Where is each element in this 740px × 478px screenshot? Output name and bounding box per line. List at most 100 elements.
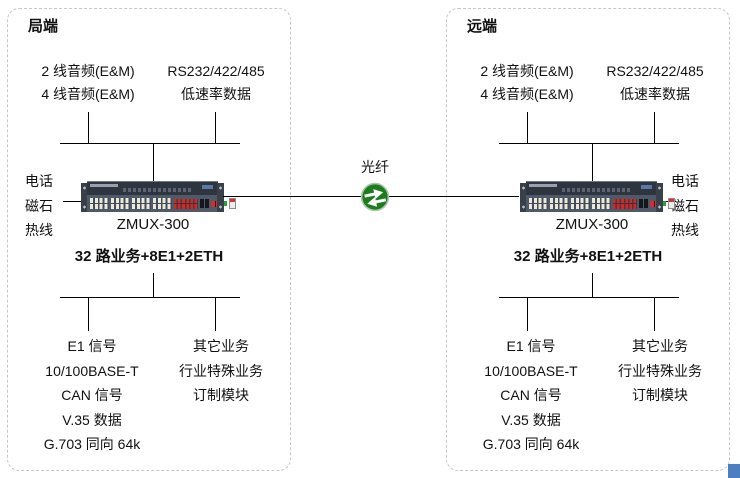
connector-line	[654, 112, 655, 143]
connector-line	[153, 273, 154, 297]
g703-label: G.703 同向 64k	[43, 436, 141, 452]
connector-line	[63, 201, 83, 202]
rj45-port-group	[132, 198, 151, 209]
device-badge	[202, 185, 213, 189]
custom-module-label: 订制模块	[193, 387, 249, 403]
device-port-row	[87, 195, 236, 212]
telephone-label: 电话	[671, 173, 699, 189]
rack-ear	[217, 183, 224, 212]
bus-line	[60, 143, 240, 144]
low-rate-data-label: 低速率数据	[620, 86, 690, 102]
rj45-port-group	[592, 198, 611, 209]
other-services-label: 其它业务	[632, 338, 688, 354]
hotline-labels: 电话 磁石 热线	[671, 169, 715, 243]
other-services-label: 其它业务	[193, 338, 249, 354]
connector-line	[592, 143, 593, 182]
can-signal-label: CAN 信号	[500, 387, 562, 403]
other-services-list: 其它业务 行业特殊业务 订制模块	[141, 334, 301, 408]
device-nameplate	[529, 184, 557, 187]
industry-services-label: 行业特殊业务	[618, 362, 702, 379]
other-services-list: 其它业务 行业特殊业务 订制模块	[580, 334, 740, 408]
rj45-port-group	[529, 198, 548, 209]
bus-line	[60, 297, 240, 298]
rs232-label: RS232/422/485	[167, 63, 265, 79]
connector-line	[215, 112, 216, 143]
rj45-port-group	[571, 198, 590, 209]
capacity-label: 32 路业务+8E1+2ETH	[74, 248, 224, 265]
connector-line	[88, 112, 89, 143]
e1-signal-label: E1 信号	[67, 338, 117, 354]
g703-label: G.703 同向 64k	[482, 436, 580, 452]
hotline-label: 热线	[25, 222, 53, 238]
v35-data-label: V.35 数据	[62, 411, 122, 428]
eth-ports	[200, 199, 209, 208]
power-switch	[229, 198, 236, 209]
serial-data-label: RS232/422/485 低速率数据	[580, 60, 730, 106]
connector-line	[592, 273, 593, 297]
service-types-list: E1 信号 10/100BASE-T CAN 信号 V.35 数据 G.703 …	[12, 334, 172, 457]
panel-title: 远端	[467, 18, 498, 35]
device-chassis	[526, 181, 675, 212]
custom-module-label: 订制模块	[632, 387, 688, 403]
hotline-labels: 电话 磁石 热线	[25, 169, 69, 243]
power-led	[223, 201, 227, 206]
device-badge	[641, 185, 652, 189]
led-display	[650, 200, 660, 207]
device-top-panel	[87, 182, 218, 195]
base-t-label: 10/100BASE-T	[484, 362, 578, 379]
device-port-row	[526, 195, 675, 212]
hotline-label: 热线	[671, 222, 699, 238]
device-model-label: ZMUX-300	[555, 216, 629, 233]
connector-line	[215, 297, 216, 331]
local-end-panel: 局端 2 线音频(E&M) 4 线音频(E&M) RS232/422/485 低…	[7, 8, 291, 471]
low-rate-data-label: 低速率数据	[181, 86, 251, 102]
device-nameplate	[90, 184, 118, 187]
rack-ear	[81, 183, 88, 212]
connector-line	[527, 112, 528, 143]
capacity-label: 32 路业务+8E1+2ETH	[513, 248, 663, 265]
telephone-label: 电话	[25, 173, 53, 189]
magneto-label: 磁石	[671, 197, 699, 214]
v35-data-label: V.35 数据	[501, 411, 561, 428]
device-top-panel	[526, 182, 657, 195]
power-switch	[668, 198, 675, 209]
device-model-label: ZMUX-300	[116, 216, 190, 233]
audio-4wire-label: 4 线音频(E&M)	[41, 86, 135, 102]
connector-line	[153, 143, 154, 182]
serial-data-label: RS232/422/485 低速率数据	[141, 60, 291, 106]
audio-2wire-label: 2 线音频(E&M)	[480, 63, 574, 79]
audio-4wire-label: 4 线音频(E&M)	[480, 86, 574, 102]
rj45-port-group	[111, 198, 130, 209]
bus-line	[499, 143, 679, 144]
corner-marker	[728, 464, 740, 478]
bus-line	[499, 297, 679, 298]
device-vents	[562, 188, 631, 192]
rj45-port-group	[153, 198, 172, 209]
connector-line	[88, 297, 89, 331]
rj45-port-group	[550, 198, 569, 209]
audio-interfaces-label: 2 线音频(E&M) 4 线音频(E&M)	[453, 60, 601, 106]
audio-2wire-label: 2 线音频(E&M)	[41, 63, 135, 79]
device-vents	[123, 188, 192, 192]
remote-end-panel: 远端 2 线音频(E&M) 4 线音频(E&M) RS232/422/485 低…	[446, 8, 730, 471]
rj45-port-group	[90, 198, 109, 209]
audio-interfaces-label: 2 线音频(E&M) 4 线音频(E&M)	[14, 60, 162, 106]
rack-ear	[656, 183, 663, 212]
eth-ports	[639, 199, 648, 208]
industry-services-label: 行业特殊业务	[179, 362, 263, 379]
connector-line	[654, 297, 655, 331]
power-led	[662, 201, 666, 206]
connector-line	[527, 297, 528, 331]
rs232-label: RS232/422/485	[606, 63, 704, 79]
rack-ear	[520, 183, 527, 212]
led-display	[211, 200, 221, 207]
e1-coax-ports	[613, 198, 637, 209]
device-chassis	[87, 181, 236, 212]
connector-line	[656, 201, 676, 202]
magneto-label: 磁石	[25, 197, 53, 214]
can-signal-label: CAN 信号	[61, 387, 123, 403]
globe-sync-icon	[360, 182, 390, 212]
service-types-list: E1 信号 10/100BASE-T CAN 信号 V.35 数据 G.703 …	[451, 334, 611, 457]
e1-signal-label: E1 信号	[506, 338, 556, 354]
panel-title: 局端	[28, 18, 59, 35]
